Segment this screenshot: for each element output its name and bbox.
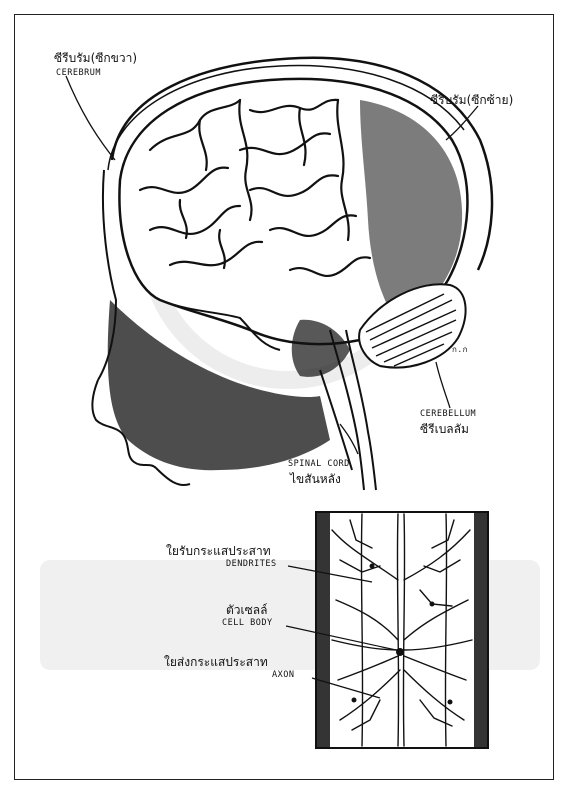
label-axon-th: ใยส่งกระแสประสาท: [164, 656, 268, 670]
label-spinal-cord-th: ไขสันหลัง: [290, 473, 341, 487]
label-cerebrum-right-th: ซีรีบรัม(ซีกขวา): [54, 52, 137, 66]
label-axon-en: AXON: [272, 671, 294, 681]
label-cerebellum-th: ซีรีเบลลัม: [420, 423, 469, 437]
label-cerebrum-en: CEREBRUM: [56, 69, 101, 79]
label-cell-body-th: ตัวเซลล์: [226, 604, 267, 618]
label-cerebrum-left-th: ซีรีบรัม(ซีกซ้าย): [430, 94, 513, 108]
neuron-panel: [316, 512, 488, 748]
label-cerebellum-en: CEREBELLUM: [420, 410, 476, 420]
label-spinal-cord-en: SPINAL CORD: [288, 460, 350, 470]
label-cell-body-en: CELL BODY: [222, 619, 273, 629]
label-pons-abbrev: ก.ก: [452, 345, 468, 354]
label-dendrites-en: DENDRITES: [226, 560, 277, 570]
label-dendrites-th: ใยรับกระแสประสาท: [166, 545, 271, 559]
